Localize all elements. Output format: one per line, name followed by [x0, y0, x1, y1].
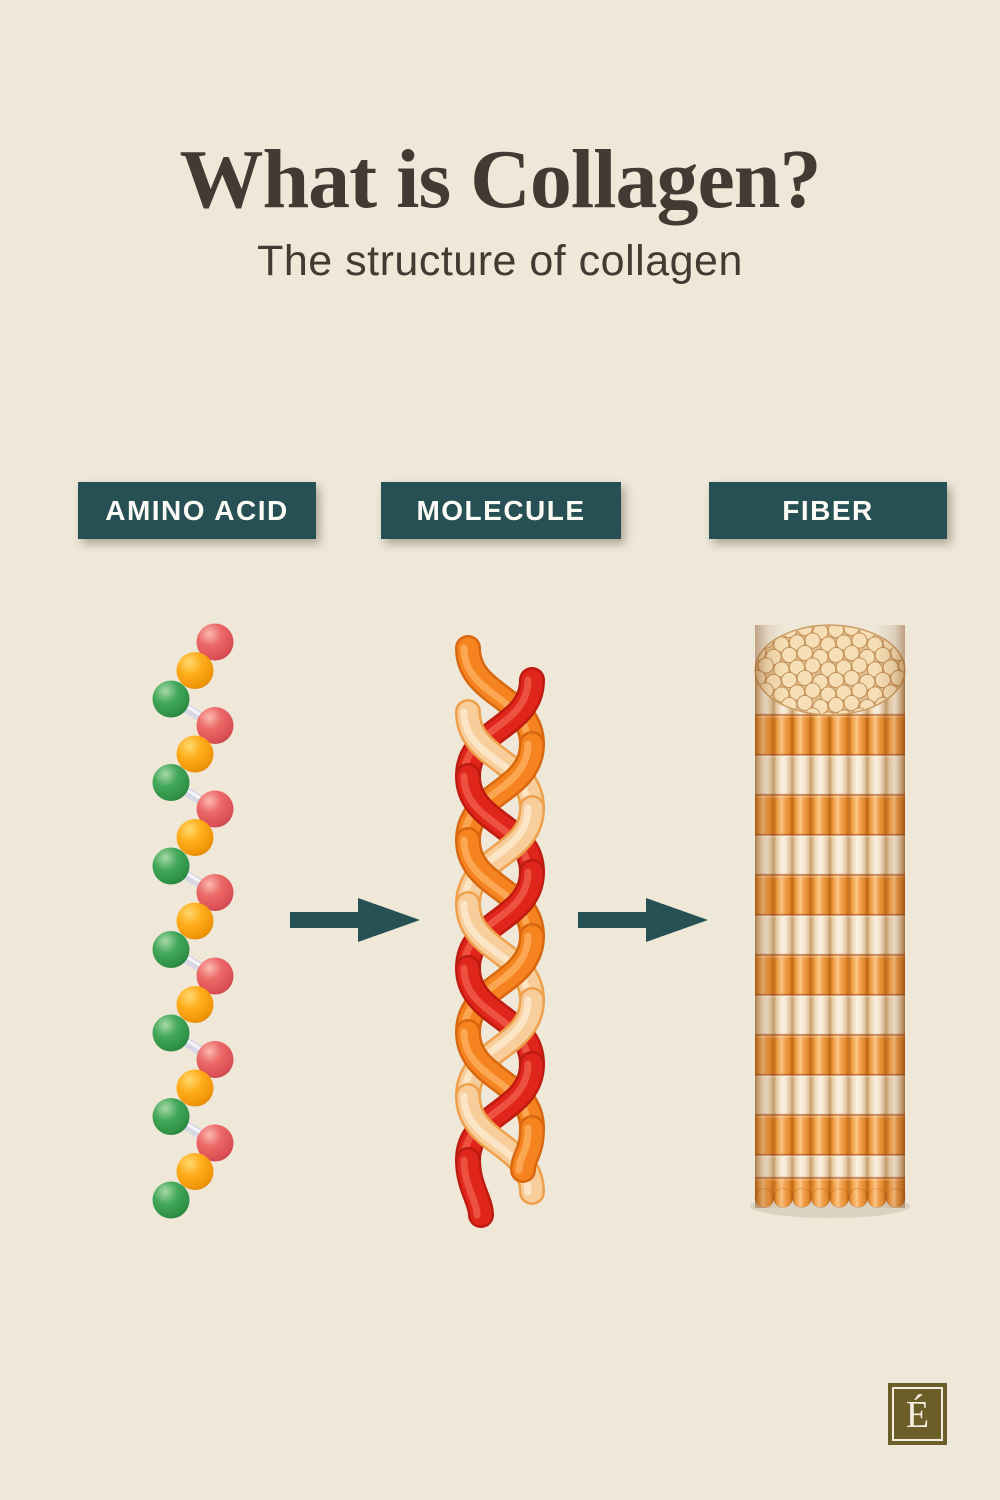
collagen-molecule-helix-illustration	[455, 635, 545, 1228]
page-subtitle: The structure of collagen	[257, 237, 743, 285]
arrow-right-icon	[578, 898, 708, 942]
page-title: What is Collagen?	[179, 133, 821, 226]
amino-acid-chain-illustration	[152, 623, 234, 1219]
logo-letter: É	[905, 1394, 930, 1436]
stage-label-amino-acid-text: AMINO ACID	[105, 494, 289, 526]
stage-label-amino-acid: AMINO ACID	[78, 482, 316, 539]
logo-frame	[892, 1387, 943, 1441]
collagen-fiber-illustration	[750, 624, 910, 1218]
arrow-right-icon	[290, 898, 420, 942]
stage-label-molecule: MOLECULE	[381, 482, 621, 539]
stage-label-fiber-text: FIBER	[782, 494, 874, 526]
brand-logo: É	[888, 1383, 947, 1445]
stage-label-molecule-text: MOLECULE	[416, 494, 586, 526]
stage-label-fiber: FIBER	[709, 482, 947, 539]
